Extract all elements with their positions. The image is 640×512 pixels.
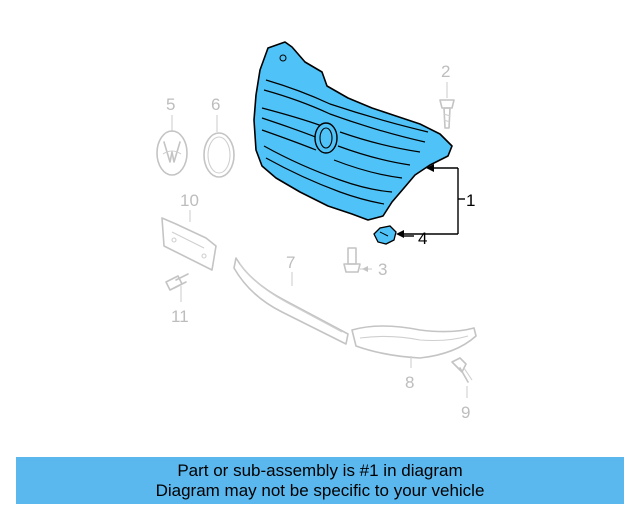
grille-assembly[interactable] bbox=[253, 41, 453, 221]
license-bracket-part-10[interactable] bbox=[161, 210, 217, 271]
callout-2[interactable]: 2 bbox=[441, 62, 450, 81]
callout-10[interactable]: 10 bbox=[180, 191, 199, 210]
leader-lines-active bbox=[396, 164, 465, 238]
bolt-part-11[interactable] bbox=[165, 273, 189, 302]
callout-9[interactable]: 9 bbox=[461, 403, 470, 422]
callout-4[interactable]: 4 bbox=[418, 229, 427, 248]
callout-1[interactable]: 1 bbox=[466, 191, 475, 210]
parts-diagram: 1 2 3 4 5 6 7 8 9 10 11 bbox=[156, 41, 477, 422]
retainer-clip[interactable] bbox=[373, 225, 397, 245]
callout-8[interactable]: 8 bbox=[405, 373, 414, 392]
callout-5[interactable]: 5 bbox=[166, 95, 175, 114]
trim-strip-part-8[interactable] bbox=[351, 325, 477, 368]
emblem-part-5[interactable] bbox=[156, 115, 188, 176]
screw-part-2[interactable] bbox=[439, 82, 455, 129]
bolt-part-3[interactable] bbox=[343, 247, 372, 273]
trim-strip-part-7[interactable] bbox=[233, 257, 349, 345]
info-banner: Part or sub-assembly is #1 in diagram Di… bbox=[16, 457, 624, 504]
callout-6[interactable]: 6 bbox=[211, 95, 220, 114]
ring-part-6[interactable] bbox=[203, 115, 235, 178]
callout-11[interactable]: 11 bbox=[171, 307, 189, 326]
banner-line-2: Diagram may not be specific to your vehi… bbox=[155, 480, 485, 500]
callout-7[interactable]: 7 bbox=[286, 253, 295, 272]
callout-3[interactable]: 3 bbox=[378, 260, 387, 279]
banner-line-1: Part or sub-assembly is #1 in diagram bbox=[177, 460, 463, 480]
screw-part-9[interactable] bbox=[451, 357, 473, 398]
